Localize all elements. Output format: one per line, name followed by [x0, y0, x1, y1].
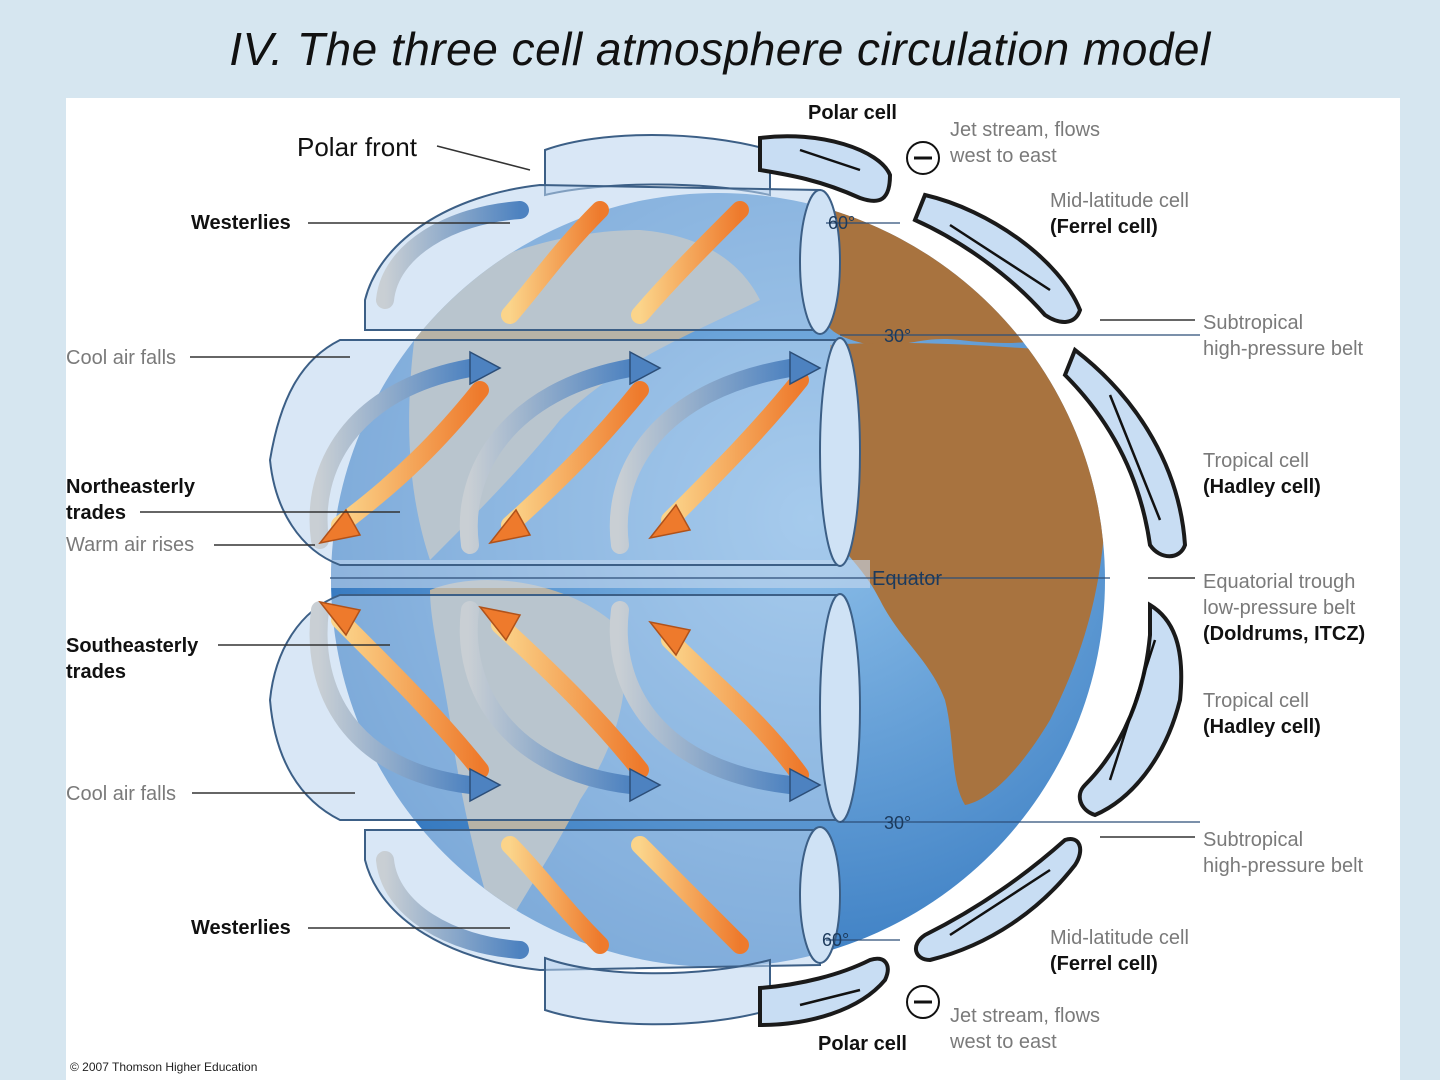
- cell-caps: [799, 189, 861, 964]
- label-polar-cell-bottom: Polar cell: [818, 1033, 907, 1055]
- right-cell-arrows: [799, 148, 1162, 1007]
- label-tropical-top-1: Tropical cell: [1203, 450, 1309, 472]
- label-warm-air-rises: Warm air rises: [66, 534, 195, 556]
- label-mid-lat-top-1: Mid-latitude cell: [1050, 190, 1189, 212]
- label-cool-air-falls-bottom: Cool air falls: [66, 783, 177, 805]
- label-subtropical-top-1: Subtropical: [1203, 312, 1304, 334]
- label-60-south: 60°: [822, 930, 850, 950]
- cell-bands: [268, 134, 841, 1026]
- jet-stream-top-icon: [906, 141, 940, 175]
- label-polar-front: Polar front: [297, 132, 417, 162]
- label-tropical-bottom-2: (Hadley cell): [1203, 716, 1321, 738]
- label-ne-trades-1: Northeasterly: [66, 476, 195, 498]
- label-equatorial-2: low-pressure belt: [1203, 597, 1356, 619]
- label-se-trades-1: Southeasterly: [66, 635, 199, 657]
- label-subtropical-top-2: high-pressure belt: [1203, 338, 1364, 360]
- jet-stream-bottom-icon: [906, 985, 940, 1019]
- leader-lines: [140, 145, 1195, 929]
- label-se-trades-2: trades: [66, 661, 127, 683]
- label-tropical-bottom-1: Tropical cell: [1203, 690, 1309, 712]
- label-cool-air-falls-top: Cool air falls: [66, 347, 177, 369]
- label-mid-lat-top-2: (Ferrel cell): [1050, 216, 1158, 238]
- label-polar-cell-top: Polar cell: [808, 102, 897, 124]
- label-tropical-top-2: (Hadley cell): [1203, 476, 1321, 498]
- label-equator: Equator: [872, 568, 943, 590]
- latitude-lines: [330, 222, 1200, 941]
- label-westerlies-top: Westerlies: [191, 212, 291, 234]
- label-30-north: 30°: [884, 326, 912, 346]
- label-mid-lat-bottom-2: (Ferrel cell): [1050, 953, 1158, 975]
- copyright: © 2007 Thomson Higher Education: [70, 1060, 258, 1074]
- label-30-south: 30°: [884, 813, 912, 833]
- arrow-heads: [469, 350, 822, 803]
- slide-title: IV. The three cell atmosphere circulatio…: [229, 23, 1211, 75]
- warm-arrow-heads: [318, 503, 692, 657]
- label-subtropical-bottom-1: Subtropical: [1203, 829, 1304, 851]
- label-60-north: 60°: [828, 213, 856, 233]
- cool-arrows: [309, 201, 799, 959]
- label-jet-stream-top-1: Jet stream, flows: [950, 119, 1101, 141]
- label-ne-trades-2: trades: [66, 502, 127, 524]
- label-equatorial-3: (Doldrums, ITCZ): [1203, 623, 1366, 645]
- label-jet-stream-bottom-2: west to east: [950, 1031, 1057, 1053]
- warm-arrows: [331, 201, 809, 954]
- label-jet-stream-bottom-1: Jet stream, flows: [950, 1005, 1101, 1027]
- label-mid-lat-bottom-1: Mid-latitude cell: [1050, 927, 1189, 949]
- label-westerlies-bottom: Westerlies: [191, 917, 291, 939]
- label-jet-stream-top-2: west to east: [950, 145, 1057, 167]
- label-equatorial-1: Equatorial trough: [1203, 571, 1356, 593]
- label-subtropical-bottom-2: high-pressure belt: [1203, 855, 1364, 877]
